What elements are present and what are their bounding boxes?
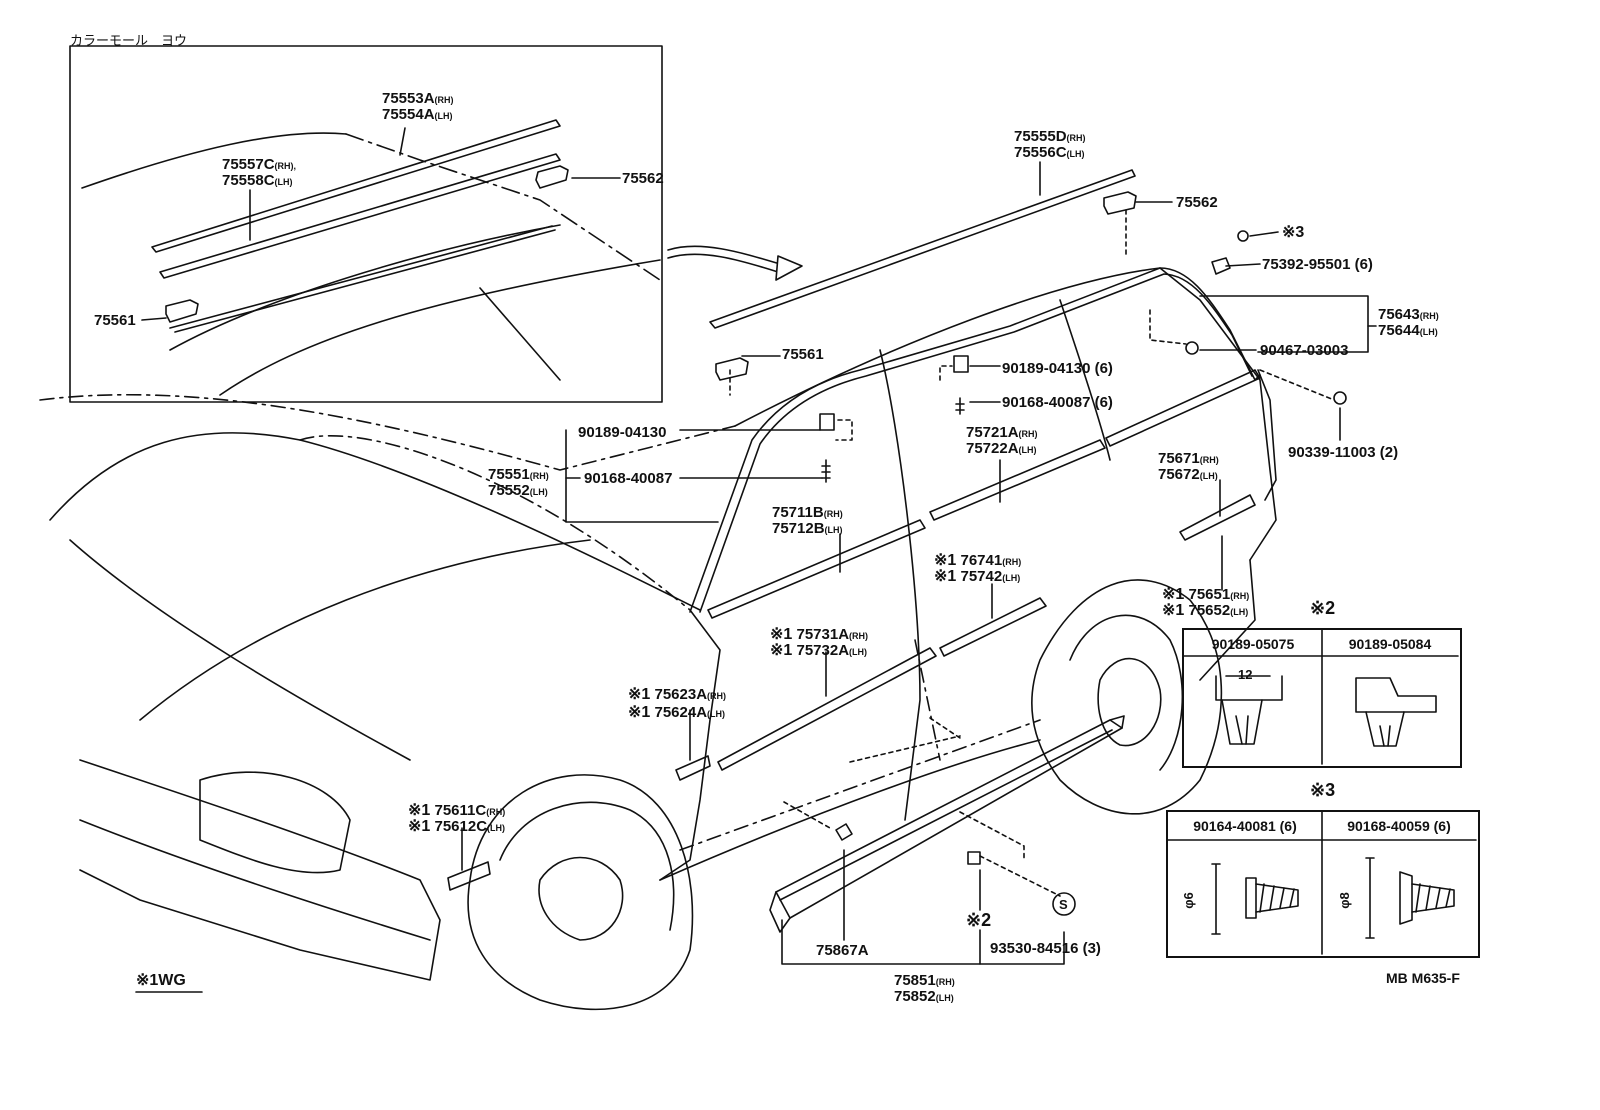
label-76741: ※1 76741(RH) (934, 552, 1022, 569)
table-star3-col1: 90164-40081 (6) (1193, 818, 1297, 834)
label-75643: 75643(RH) (1378, 306, 1439, 323)
label-75644: 75644(LH) (1378, 322, 1438, 339)
table-star3-dim2: φ8 (1336, 892, 1352, 909)
label-75551: 75551(RH) (488, 466, 549, 483)
label-90168-40087-b: 90168-40087 (584, 470, 673, 487)
label-75554A: 75554A(LH) (382, 106, 453, 123)
label-75721A: 75721A(RH) (966, 424, 1038, 441)
label-75557C: 75557C(RH), (222, 156, 297, 173)
label-75671: 75671(RH) (1158, 450, 1219, 467)
label-90189-04130-a: 90189-04130 (6) (1002, 360, 1113, 377)
inset-title: カラーモール ヨウ (70, 33, 188, 48)
table-star2-col2: 90189-05084 (1348, 636, 1432, 652)
label-75742: ※1 75742(LH) (934, 568, 1021, 585)
label-75558C: 75558C(LH) (222, 172, 293, 189)
label-75561-inset: 75561 (94, 312, 136, 329)
label-75651: ※1 75651(RH) (1162, 586, 1250, 603)
table-star3-col2: 90168-40059 (6) (1347, 818, 1451, 834)
label-75562: 75562 (1176, 194, 1218, 211)
label-90339-11003: 90339-11003 (2) (1288, 444, 1399, 461)
table-star2-col1: 90189-05075 (1211, 636, 1295, 652)
label-s-circle: S (1059, 897, 1068, 912)
label-93530-84516: 93530-84516 (3) (990, 940, 1101, 957)
label-75852: 75852(LH) (894, 988, 954, 1005)
label-75553A: 75553A(RH) (382, 90, 454, 107)
label-75711B: 75711B(RH) (772, 504, 843, 521)
label-75672: 75672(LH) (1158, 466, 1218, 483)
label-75562-inset: 75562 (622, 170, 664, 187)
label-75561: 75561 (782, 346, 824, 363)
table-star3-heading: ※3 (1310, 780, 1336, 800)
label-75624A: ※1 75624A(LH) (628, 704, 726, 721)
label-75392-95501: 75392-95501 (6) (1262, 256, 1373, 273)
legend-note-star1-wg: ※1WG (136, 972, 186, 989)
label-75623A: ※1 75623A(RH) (628, 686, 727, 703)
table-star3-frame (1166, 810, 1480, 958)
label-75722A: 75722A(LH) (966, 440, 1037, 457)
label-75612C: ※1 75612C(LH) (408, 818, 506, 835)
label-75732A: ※1 75732A(LH) (770, 642, 868, 659)
label-90168-40087-a: 90168-40087 (6) (1002, 394, 1113, 411)
label-75556C: 75556C(LH) (1014, 144, 1085, 161)
label-75552: 75552(LH) (488, 482, 548, 499)
label-75712B: 75712B(LH) (772, 520, 843, 537)
label-star3-screw: ※3 (1282, 224, 1305, 241)
label-75867A: 75867A (816, 942, 869, 959)
label-star2-clip: ※2 (966, 910, 992, 930)
label-75851: 75851(RH) (894, 972, 955, 989)
label-90467-03003: 90467-03003 (1260, 342, 1349, 359)
table-star2-frame (1182, 628, 1462, 768)
table-star2-heading: ※2 (1310, 598, 1336, 618)
table-star2-dim: 12 (1238, 667, 1253, 682)
label-75611C: ※1 75611C(RH) (408, 802, 506, 819)
table-star3-dim1: φ6 (1180, 892, 1196, 909)
label-75555D: 75555D(RH) (1014, 128, 1086, 145)
s-circle-symbol (1052, 892, 1076, 916)
reference-code: MB M635-F (1386, 970, 1460, 986)
inset-frame (69, 45, 663, 403)
label-75652: ※1 75652(LH) (1162, 602, 1249, 619)
label-90189-04130-b: 90189-04130 (578, 424, 667, 441)
label-75731A: ※1 75731A(RH) (770, 626, 869, 643)
